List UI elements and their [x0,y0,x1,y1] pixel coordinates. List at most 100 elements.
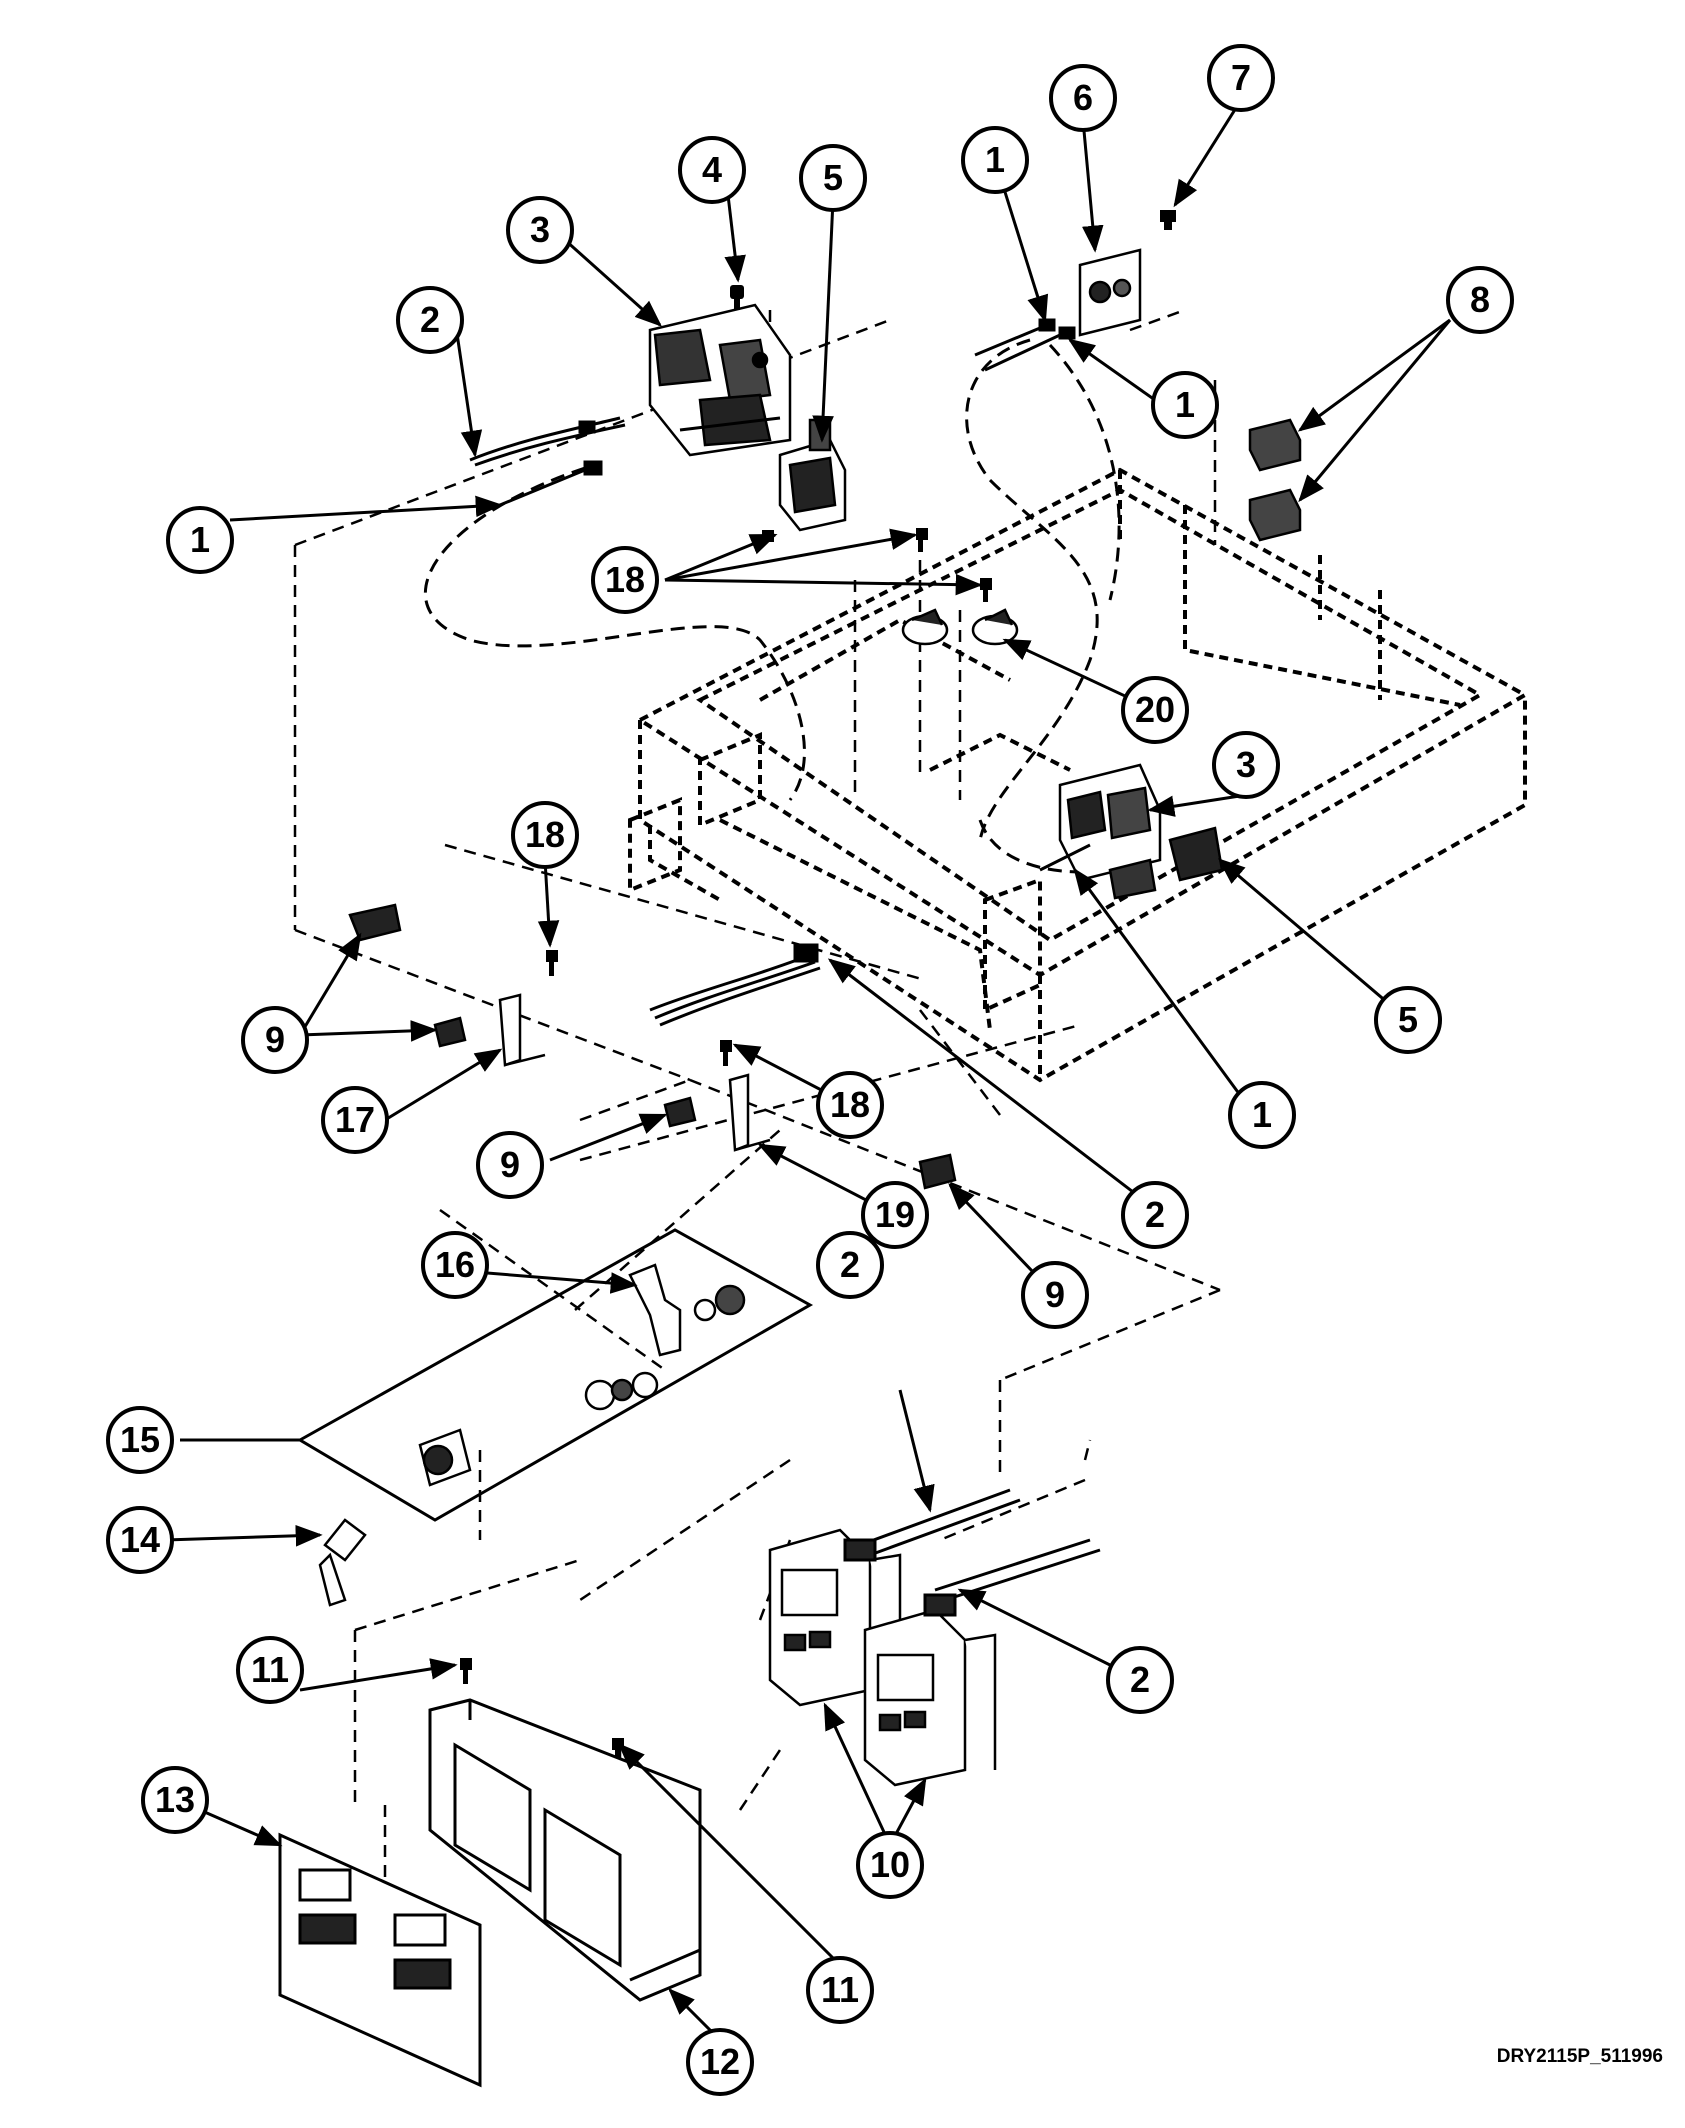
callout-number: 8 [1470,279,1490,320]
callout-c6: 6 [1049,64,1117,132]
callout-c14: 14 [106,1506,174,1574]
screws-lower [546,950,732,1066]
callout-circle [1049,64,1117,132]
callout-circle [678,136,746,204]
callout-circle [421,1231,489,1299]
callout-c19: 19 [861,1181,929,1249]
callout-number: 2 [420,299,440,340]
callout-c2a: 2 [396,286,464,354]
callout-c13: 13 [141,1766,209,1834]
callout-c5b: 5 [1374,986,1442,1054]
callout-number: 19 [875,1194,915,1235]
callout-c10: 10 [856,1831,924,1899]
callout-number: 7 [1231,57,1251,98]
callout-circle [686,2028,754,2096]
callout-number: 2 [1130,1659,1150,1700]
callout-circle [861,1181,929,1249]
callout-c15: 15 [106,1406,174,1474]
callout-number: 5 [823,157,843,198]
key [318,1518,367,1607]
callout-circle [816,1071,884,1139]
blocks-part-8 [1248,418,1302,542]
callout-circle [1207,44,1275,112]
harness-lower [649,943,821,1027]
lock-kit-outline [296,1228,814,1522]
overlay-panel [278,1832,482,2088]
callout-circle [106,1506,174,1574]
callout-c1c: 1 [166,506,234,574]
callout-c4: 4 [678,136,746,204]
callout-circle [1212,731,1280,799]
callout-c16: 16 [421,1231,489,1299]
control-board-mounted [1039,763,1224,900]
callout-c11a: 11 [236,1636,304,1704]
callout-circle [799,144,867,212]
callout-number: 5 [1398,999,1418,1040]
callout-number: 15 [120,1419,160,1460]
callout-c1b: 1 [1151,371,1219,439]
brackets-part-20 [901,608,1019,646]
callout-number: 2 [1145,1194,1165,1235]
callout-number: 6 [1073,77,1093,118]
callout-c18c: 18 [816,1071,884,1139]
callout-circle [1151,371,1219,439]
callout-c11b: 11 [806,1956,874,2024]
callout-number: 9 [265,1019,285,1060]
callout-number: 12 [700,2041,740,2082]
callout-number: 11 [821,1969,859,2010]
harness-upper-left [469,416,626,507]
callout-c2b: 2 [816,1231,884,1299]
callout-c1a: 1 [961,126,1029,194]
callout-number: 3 [530,209,550,250]
callout-circle [816,1231,884,1299]
callout-number: 20 [1135,689,1175,730]
callout-number: 9 [500,1144,520,1185]
callout-circle [961,126,1029,194]
callout-circle [591,546,659,614]
callout-number: 14 [120,1519,160,1560]
callout-circle [476,1131,544,1199]
callout-number: 16 [435,1244,475,1285]
lock-kit-parts [584,1263,746,1411]
callout-circle [1121,1181,1189,1249]
switches-part-9 [348,903,957,1190]
callout-circle [166,506,234,574]
callout-circle [1106,1646,1174,1714]
control-board-upper [648,303,792,457]
callout-number: 17 [335,1099,375,1140]
callout-c17: 17 [321,1086,389,1154]
callout-c7: 7 [1207,44,1275,112]
callout-c18a: 18 [591,546,659,614]
callout-circle [1228,1081,1296,1149]
switch-brackets [498,993,771,1152]
callout-circle [856,1831,924,1899]
callout-circle [506,196,574,264]
callout-c2d: 2 [1106,1646,1174,1714]
callout-circle [511,801,579,869]
callout-c3a: 3 [506,196,574,264]
callout-number: 1 [1252,1094,1272,1135]
display-controls [768,1528,997,1787]
callout-c1d: 1 [1228,1081,1296,1149]
callout-circle [106,1406,174,1474]
callout-number: 1 [1175,384,1195,425]
callout-circle [236,1636,304,1704]
callout-c5a: 5 [799,144,867,212]
callout-c20: 20 [1121,676,1189,744]
callout-circle [396,286,464,354]
base-cabinet [628,467,1530,1083]
callout-c9c: 9 [1021,1261,1089,1329]
callout-c8: 8 [1446,266,1514,334]
small-clip-part-7 [1160,210,1176,230]
callout-circle [1374,986,1442,1054]
callout-c2c: 2 [1121,1181,1189,1249]
callout-circle [806,1956,874,2024]
callout-number: 18 [605,559,645,600]
callout-number: 18 [525,814,565,855]
callout-number: 9 [1045,1274,1065,1315]
callout-circle [321,1086,389,1154]
callout-number: 4 [702,149,722,190]
